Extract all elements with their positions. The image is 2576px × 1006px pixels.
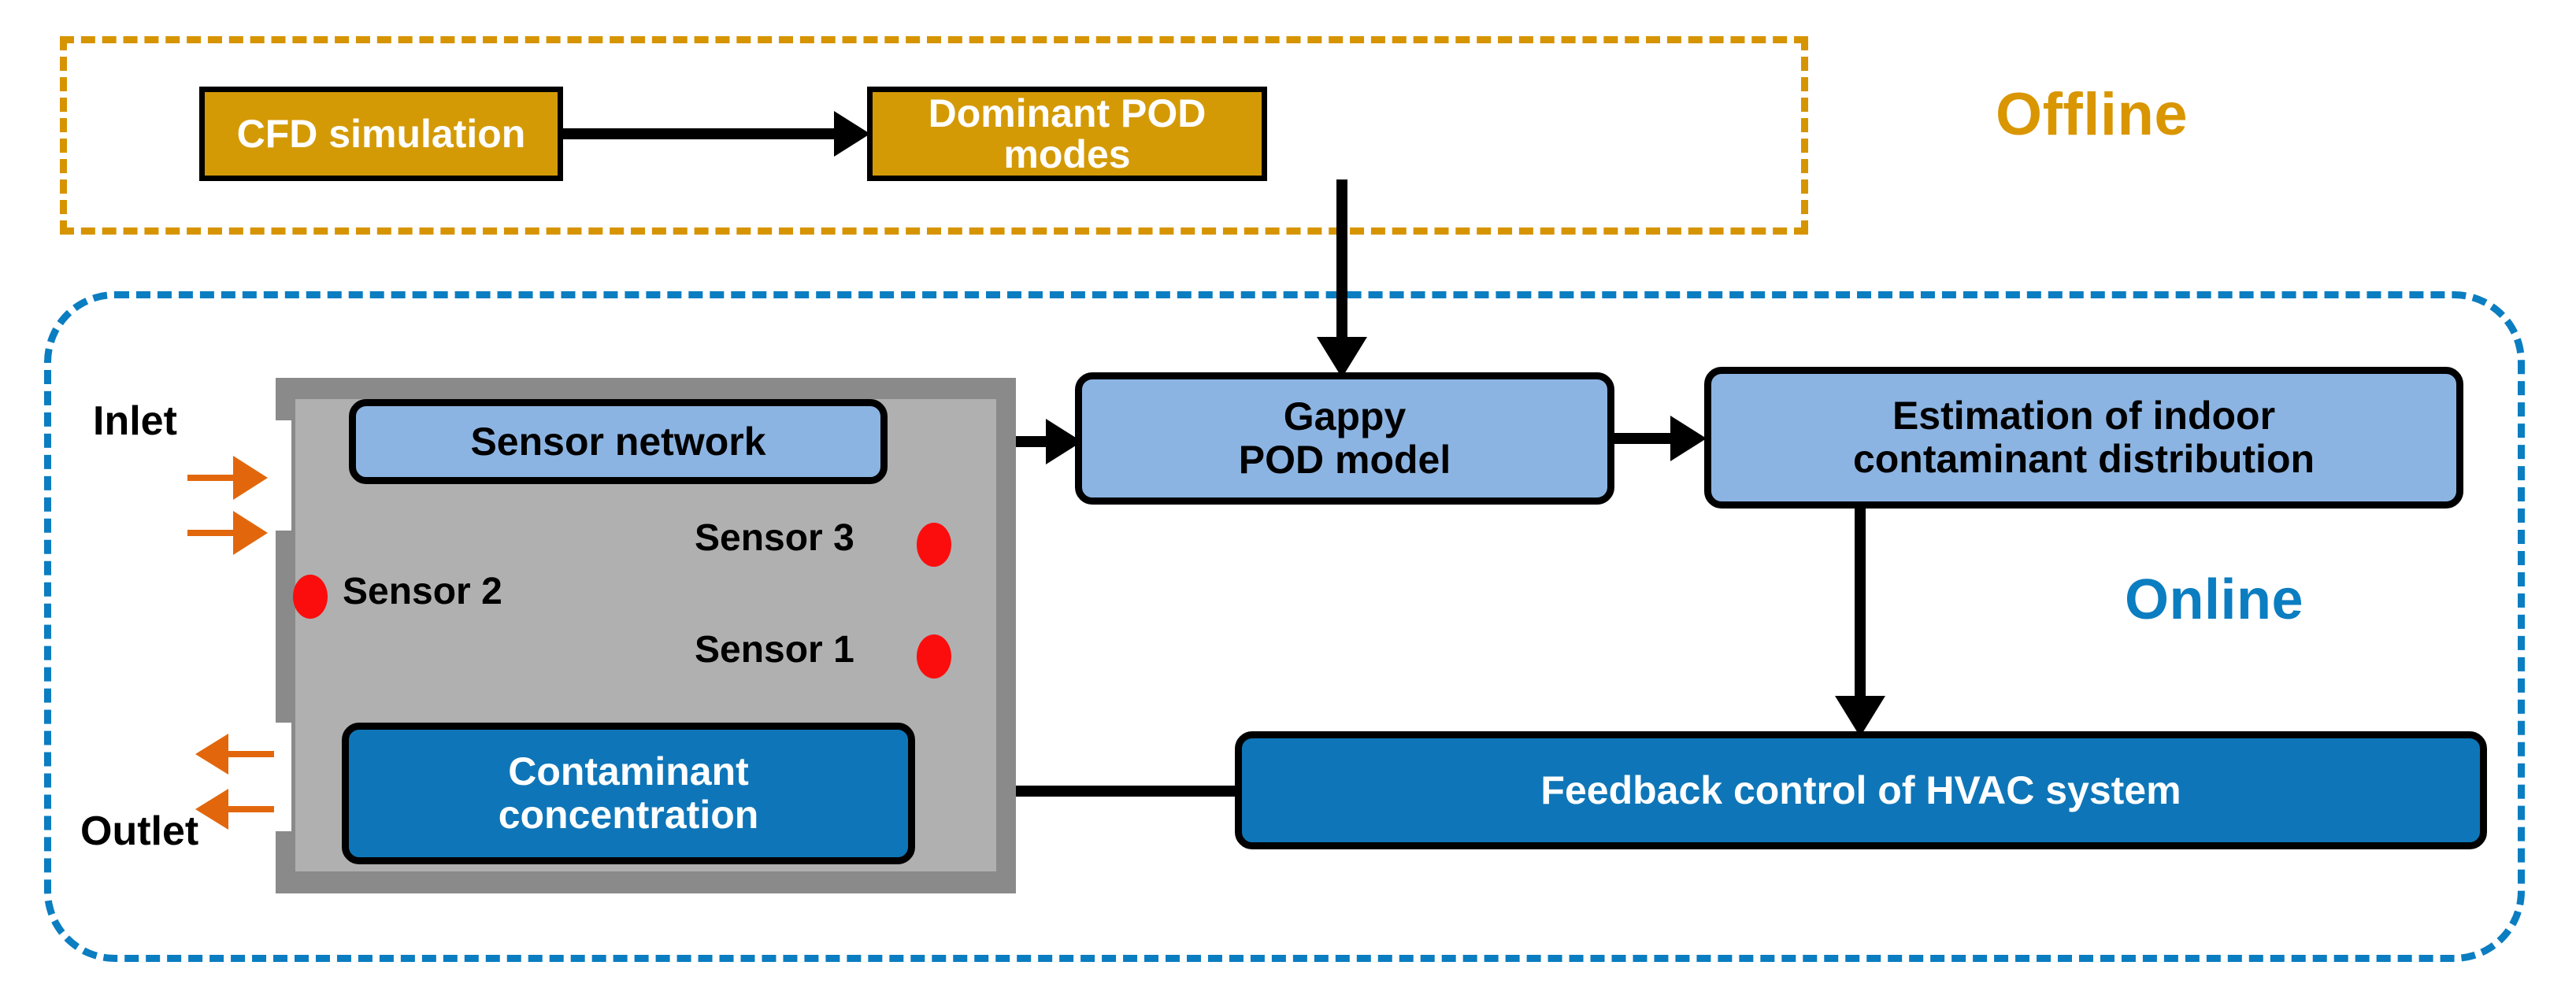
arrow-shaft <box>1609 433 1673 444</box>
inlet-flow-head <box>233 456 268 500</box>
node-estimation-line1: Estimation of indoor <box>1892 394 2276 438</box>
arrow-head-down-icon <box>1317 337 1367 378</box>
sensor-1-label: Sensor 1 <box>695 629 854 671</box>
node-gappy-line1: Gappy <box>1283 394 1407 438</box>
node-contaminant-concentration-label: Contaminant concentration <box>499 750 759 837</box>
node-sensor-network-label: Sensor network <box>470 419 766 464</box>
arrow-head-right-icon <box>1670 416 1707 461</box>
offline-zone-label: Offline <box>1996 81 2189 148</box>
arrow-head-down-icon <box>1835 696 1885 737</box>
node-estimation-line2: contaminant distribution <box>1852 437 2315 481</box>
arrow-cfd-to-pod <box>563 110 872 157</box>
outlet-wall-opening <box>268 723 291 831</box>
offline-zone-frame <box>60 36 1808 235</box>
outlet-flow-shaft <box>225 751 274 757</box>
node-gappy-pod-model[interactable]: Gappy POD model <box>1075 372 1614 505</box>
arrow-shaft <box>563 128 837 139</box>
inlet-flow-shaft <box>187 530 236 536</box>
outlet-label: Outlet <box>80 808 199 854</box>
node-dominant-pod-modes[interactable]: Dominant POD modes <box>867 87 1267 181</box>
arrow-shaft <box>1336 179 1347 342</box>
inlet-label: Inlet <box>93 398 177 444</box>
inlet-flow-shaft <box>187 475 236 481</box>
inlet-flow-arrow-icon <box>187 455 274 501</box>
node-feedback-control-hvac[interactable]: Feedback control of HVAC system <box>1235 731 2487 849</box>
arrow-head-right-icon <box>834 111 870 157</box>
node-gappy-pod-model-label: Gappy POD model <box>1239 395 1451 482</box>
sensor-3-dot-icon <box>917 523 951 567</box>
sensor-1-dot-icon <box>917 634 951 679</box>
outlet-flow-shaft <box>225 806 274 812</box>
arrow-estimation-to-feedback <box>1835 504 1885 740</box>
inlet-flow-arrow-icon <box>187 510 274 556</box>
node-cfd-simulation-label: CFD simulation <box>236 111 526 156</box>
sensor-2-dot-icon <box>293 575 328 619</box>
node-feedback-control-label: Feedback control of HVAC system <box>1540 767 2181 812</box>
outlet-flow-head <box>195 734 228 775</box>
arrow-shaft <box>943 786 1241 797</box>
node-contaminant-line1: Contaminant <box>508 749 749 793</box>
inlet-flow-head <box>233 511 268 555</box>
node-sensor-network[interactable]: Sensor network <box>349 399 888 484</box>
arrow-pod-to-gappy <box>1317 179 1367 378</box>
online-zone-frame <box>44 291 2525 962</box>
sensor-2-label: Sensor 2 <box>343 571 502 612</box>
outlet-flow-head <box>195 789 228 830</box>
node-estimation-of-indoor-contaminant-distribution[interactable]: Estimation of indoor contaminant distrib… <box>1704 367 2463 509</box>
node-contaminant-line2: concentration <box>498 793 759 837</box>
online-zone-label: Online <box>2125 568 2304 631</box>
node-dominant-pod-modes-label: Dominant POD modes <box>928 91 1206 176</box>
node-contaminant-concentration[interactable]: Contaminant concentration <box>342 723 915 864</box>
outlet-flow-arrow-icon <box>187 787 274 831</box>
inlet-wall-opening <box>268 420 291 531</box>
arrow-shaft <box>1855 504 1866 701</box>
node-gappy-line2: POD model <box>1238 438 1451 482</box>
arrow-gappy-to-estimation <box>1609 415 1711 462</box>
node-cfd-simulation[interactable]: CFD simulation <box>199 87 563 181</box>
sensor-3-label: Sensor 3 <box>695 517 854 559</box>
node-estimation-label: Estimation of indoor contaminant distrib… <box>1853 394 2315 481</box>
outlet-flow-arrow-icon <box>187 732 274 776</box>
